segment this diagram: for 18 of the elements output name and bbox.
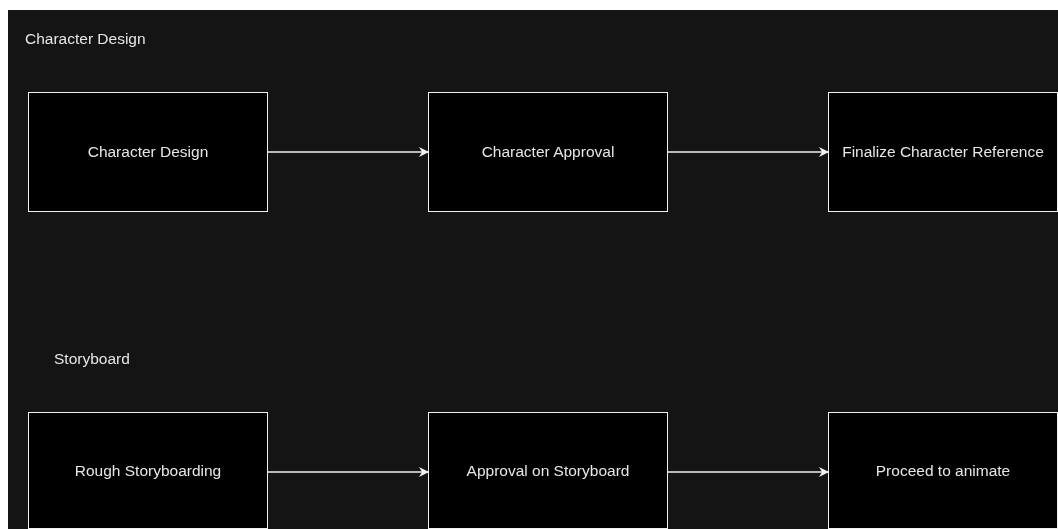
box-label: Character Design xyxy=(87,142,209,162)
box-label: Finalize Character Reference xyxy=(842,142,1044,162)
process-box xyxy=(828,412,1058,529)
process-box xyxy=(428,412,668,529)
process-box xyxy=(28,412,268,529)
arrow xyxy=(267,147,429,157)
arrow xyxy=(667,147,829,157)
process-box xyxy=(828,92,1058,212)
process-box xyxy=(28,92,268,212)
process-box xyxy=(428,92,668,212)
arrow xyxy=(667,467,829,477)
section-title: Character Design xyxy=(25,30,146,48)
box-label: Approval on Storyboard xyxy=(466,460,630,481)
box-label: Proceed to animate xyxy=(875,460,1011,481)
arrow xyxy=(267,467,429,477)
box-label: Character Approval xyxy=(481,142,615,162)
section-title: Storyboard xyxy=(54,350,130,368)
box-label: Rough Storyboarding xyxy=(74,460,222,481)
